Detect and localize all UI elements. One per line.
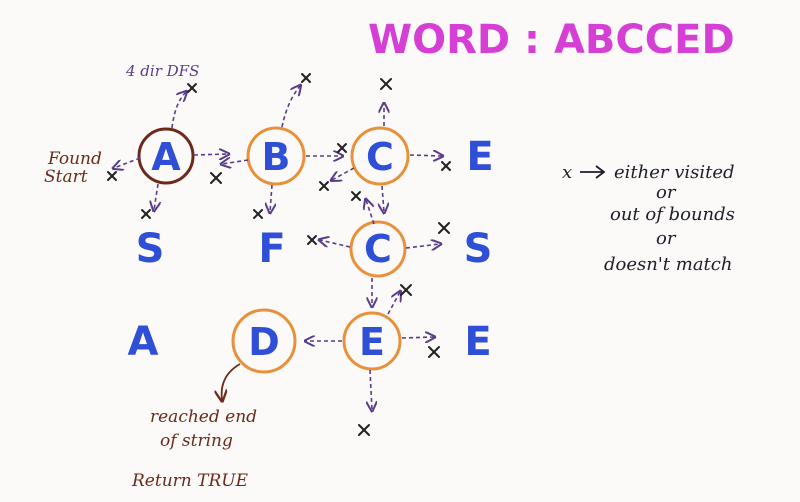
grid-cell-r1c2: C [364,227,392,271]
grid-cell-r0c2: C [366,135,394,179]
arrow-b-up [281,86,300,128]
grid-cell-r0c0: A [151,135,181,179]
arrow-b-down [270,184,272,212]
arrow-cm-left [320,240,351,248]
end-note-line2: of string [160,431,233,451]
x-mark [307,235,317,245]
ring-cell-b [246,126,306,186]
x-marks [107,73,451,436]
arrow-a-down [154,183,158,210]
arrow-e-up [387,292,400,315]
grid-cell-r2c0: A [128,319,159,365]
ring-cell-d [231,308,297,374]
legend: x either visited or out of bounds or doe… [562,162,735,275]
dfs-arrows [114,86,442,410]
grid-cell-r1c3: S [464,226,493,272]
arrow-a-left [114,157,141,168]
x-mark [319,181,329,191]
ring-cell-c-mid [349,220,407,278]
arrow-e-right [401,337,434,338]
arrow-c-left [332,167,355,180]
legend-line5: doesn't match [604,254,732,275]
grid-cell-r1c0: S [136,226,165,272]
x-mark [428,346,440,358]
end-note-line3: Return TRUE [131,471,249,491]
end-note-line1: reached end [150,407,257,427]
grid-cell-r0c3: E [466,134,493,180]
ring-cell-c-top [350,126,410,186]
word-title: WORD : ABCCED [368,17,735,63]
x-mark [301,73,311,83]
legend-arrow-icon [580,165,606,179]
x-mark [187,83,197,93]
grid-cell-r2c2: E [359,320,385,364]
arrow-a-up [171,92,186,129]
x-mark [441,161,451,171]
x-mark [400,284,412,296]
arrow-c-right [409,155,442,156]
arrow-a-right [193,154,228,155]
x-mark [337,143,347,153]
found-note-line1: Found [47,149,102,169]
arrow-cm-up [366,200,375,225]
legend-line4: or [656,228,677,249]
grid-cell-r1c1: F [258,226,285,272]
arrow-e-down [370,369,372,410]
arrow-b-left [222,160,249,164]
grid-cell-r0c1: B [262,135,291,179]
found-note-line2: Start [44,167,88,187]
x-mark [253,209,263,219]
x-mark [141,209,151,219]
x-mark [107,171,117,181]
legend-line3: out of bounds [610,204,735,225]
x-mark [210,172,222,184]
x-mark [351,191,361,201]
dfs-note: 4 dir DFS [125,62,199,80]
legend-line1: either visited [614,162,735,183]
grid-cell-r2c1: D [248,320,280,364]
ring-cell-e [342,311,402,371]
x-mark [380,78,392,90]
arrow-c-down [382,185,384,212]
arrow-d-to-note [222,363,241,400]
legend-line2: or [656,182,677,203]
arrow-cm-right [405,244,440,248]
legend-x-symbol: x [562,162,572,183]
x-mark [438,222,450,234]
x-mark [358,424,370,436]
grid-cell-r2c3: E [464,319,491,365]
ring-cell-a [137,127,195,185]
